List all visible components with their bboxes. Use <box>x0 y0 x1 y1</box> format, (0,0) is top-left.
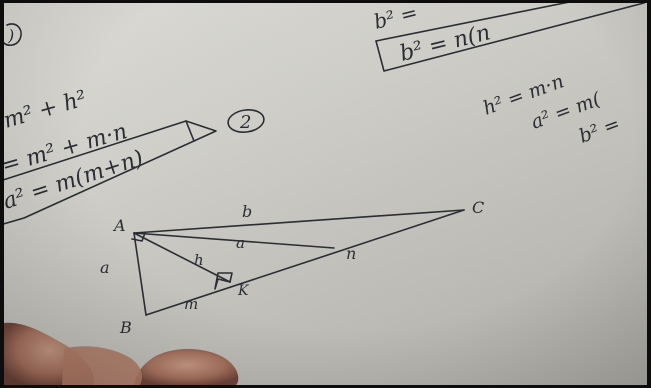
side-ac <box>133 209 465 234</box>
note-circled-number: 2 <box>239 112 251 133</box>
median-line <box>133 232 335 249</box>
formula-box-top-right <box>375 3 645 72</box>
foot-k-label: K <box>237 283 250 299</box>
vertex-c-label: C <box>472 198 484 217</box>
notebook-page: ) m² + h² = m² + m·n a² = m(m+n) 2 b² = … <box>4 3 647 385</box>
segment-m-label: m <box>184 295 198 313</box>
segment-n-label: n <box>346 244 356 263</box>
right-angle-k <box>214 272 233 290</box>
height-label: h <box>194 251 204 269</box>
fingers <box>4 322 239 385</box>
photo-frame: ) m² + h² = m² + m·n a² = m(m+n) 2 b² = … <box>4 3 647 385</box>
median-label: a <box>236 234 245 252</box>
note-circled-top-left: ) <box>7 26 14 45</box>
circle-annotation-top-left: ) <box>4 23 22 46</box>
vertex-a-label: A <box>112 216 126 235</box>
side-b-label: b <box>242 202 252 221</box>
height-line <box>133 232 231 283</box>
formula-box-left <box>4 120 217 225</box>
circle-number-2 <box>227 109 265 133</box>
side-a-label: a <box>100 258 110 277</box>
right-angle-a <box>131 232 146 242</box>
side-ab <box>133 232 147 316</box>
side-bc <box>145 209 465 316</box>
vertex-b-label: B <box>119 318 132 337</box>
triangle-diagram: A B C b a a h K m n <box>100 198 484 337</box>
